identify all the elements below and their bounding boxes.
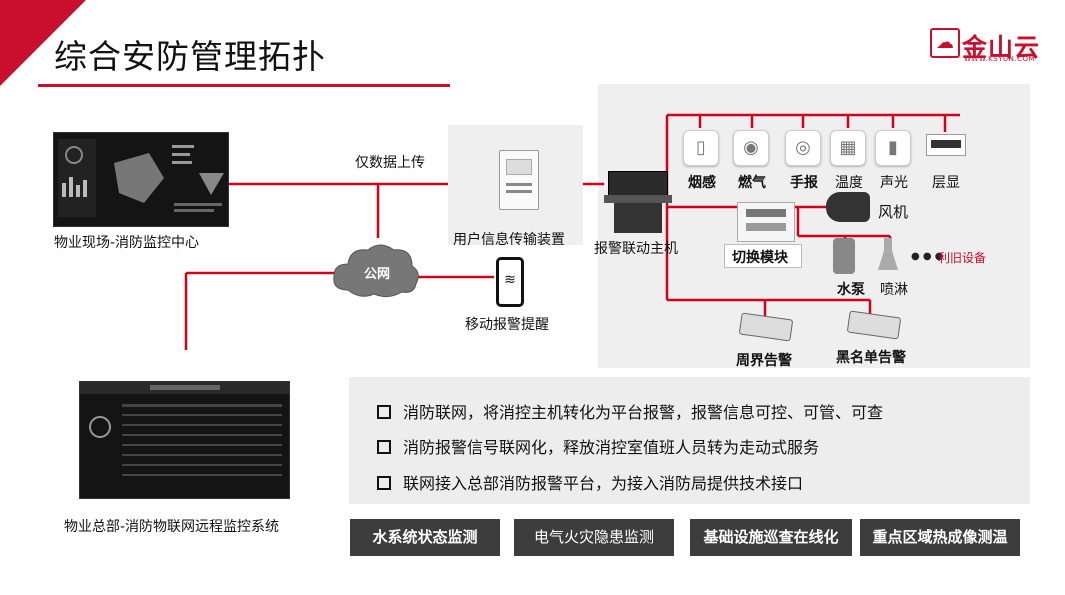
device-label-temperature: 温度 (835, 175, 863, 191)
fan-icon (826, 192, 870, 222)
mobile-phone-icon: ≋ (496, 257, 524, 307)
transmission-device-icon (499, 150, 539, 210)
public-net-label: 公网 (364, 267, 391, 282)
dashboard-preview-icon (58, 139, 224, 217)
blacklist-alarm-label: 黑名单告警 (836, 350, 906, 366)
device-label-floor: 层显 (932, 175, 960, 191)
switch-module-label-box (724, 244, 802, 268)
more-dots: ● ● ● (911, 251, 944, 262)
logo-text: 金山云 (962, 33, 1041, 62)
square-bullet-icon (377, 440, 391, 454)
mobile-alert-label: 移动报警提醒 (465, 317, 549, 333)
alarm-host-label: 报警联动主机 (594, 241, 678, 257)
water-pump-icon (833, 238, 855, 274)
platform-preview-icon (80, 382, 289, 476)
water-system-button[interactable]: 水系统状态监测 (350, 519, 500, 556)
hq-system-label: 物业总部-消防物联网远程监控系统 (64, 519, 280, 535)
data-upload-label: 仅数据上传 (355, 155, 425, 171)
logo-subtext: WWW.KSYUN.COM (964, 55, 1036, 63)
electrical-fire-button[interactable]: 电气火灾隐患监测 (514, 519, 674, 556)
site-center-label: 物业现场-消防监控中心 (54, 235, 200, 251)
transmission-label: 用户信息传输装置 (453, 232, 565, 248)
info-item: 消防报警信号联网化，释放消控室值班人员转为走动式服务 (377, 434, 819, 458)
sprinkler-label: 喷淋 (880, 282, 908, 298)
site-monitor-screen (53, 132, 229, 227)
pump-label: 水泵 (837, 282, 865, 298)
thermal-imaging-button[interactable]: 重点区域热成像测温 (860, 519, 1020, 556)
switch-module-label: 切换模块 (732, 250, 788, 266)
cloud-logo-icon: ☁ (930, 28, 960, 58)
hq-monitor-screen (79, 381, 290, 499)
alarm-host-icon (604, 171, 672, 233)
temperature-sensor-icon: ▦ (830, 130, 866, 166)
info-item: 联网接入总部消防报警平台，为接入消防局提供技术接口 (377, 470, 803, 494)
reuse-device-label: 利旧设备 (938, 251, 987, 265)
page-title: 综合安防管理拓扑 (54, 37, 326, 76)
strobe-alarm-icon: ▮ (875, 130, 911, 166)
device-label-strobe: 声光 (880, 175, 908, 191)
square-bullet-icon (377, 476, 391, 490)
info-item: 消防联网，将消控主机转化为平台报警，报警信息可控、可管、可查 (377, 399, 883, 423)
gas-detector-icon: ◉ (733, 130, 769, 166)
corner-accent (0, 0, 86, 86)
perimeter-alarm-label: 周界告警 (736, 353, 792, 369)
cloud-icon (333, 244, 419, 298)
inspection-online-button[interactable]: 基础设施巡查在线化 (690, 519, 852, 556)
fan-label: 风机 (878, 203, 909, 221)
device-label-gas: 燃气 (738, 175, 766, 191)
manual-alarm-icon: ◎ (785, 130, 821, 166)
title-underline (38, 84, 450, 87)
switch-module-icon (737, 202, 795, 242)
device-label-smoke: 烟感 (688, 175, 716, 191)
floor-display-icon (926, 134, 966, 156)
info-panel: 消防联网，将消控主机转化为平台报警，报警信息可控、可管、可查 消防报警信号联网化… (349, 377, 1030, 504)
device-label-manual: 手报 (790, 175, 818, 191)
square-bullet-icon (377, 405, 391, 419)
smoke-detector-icon: ▯ (683, 130, 719, 166)
